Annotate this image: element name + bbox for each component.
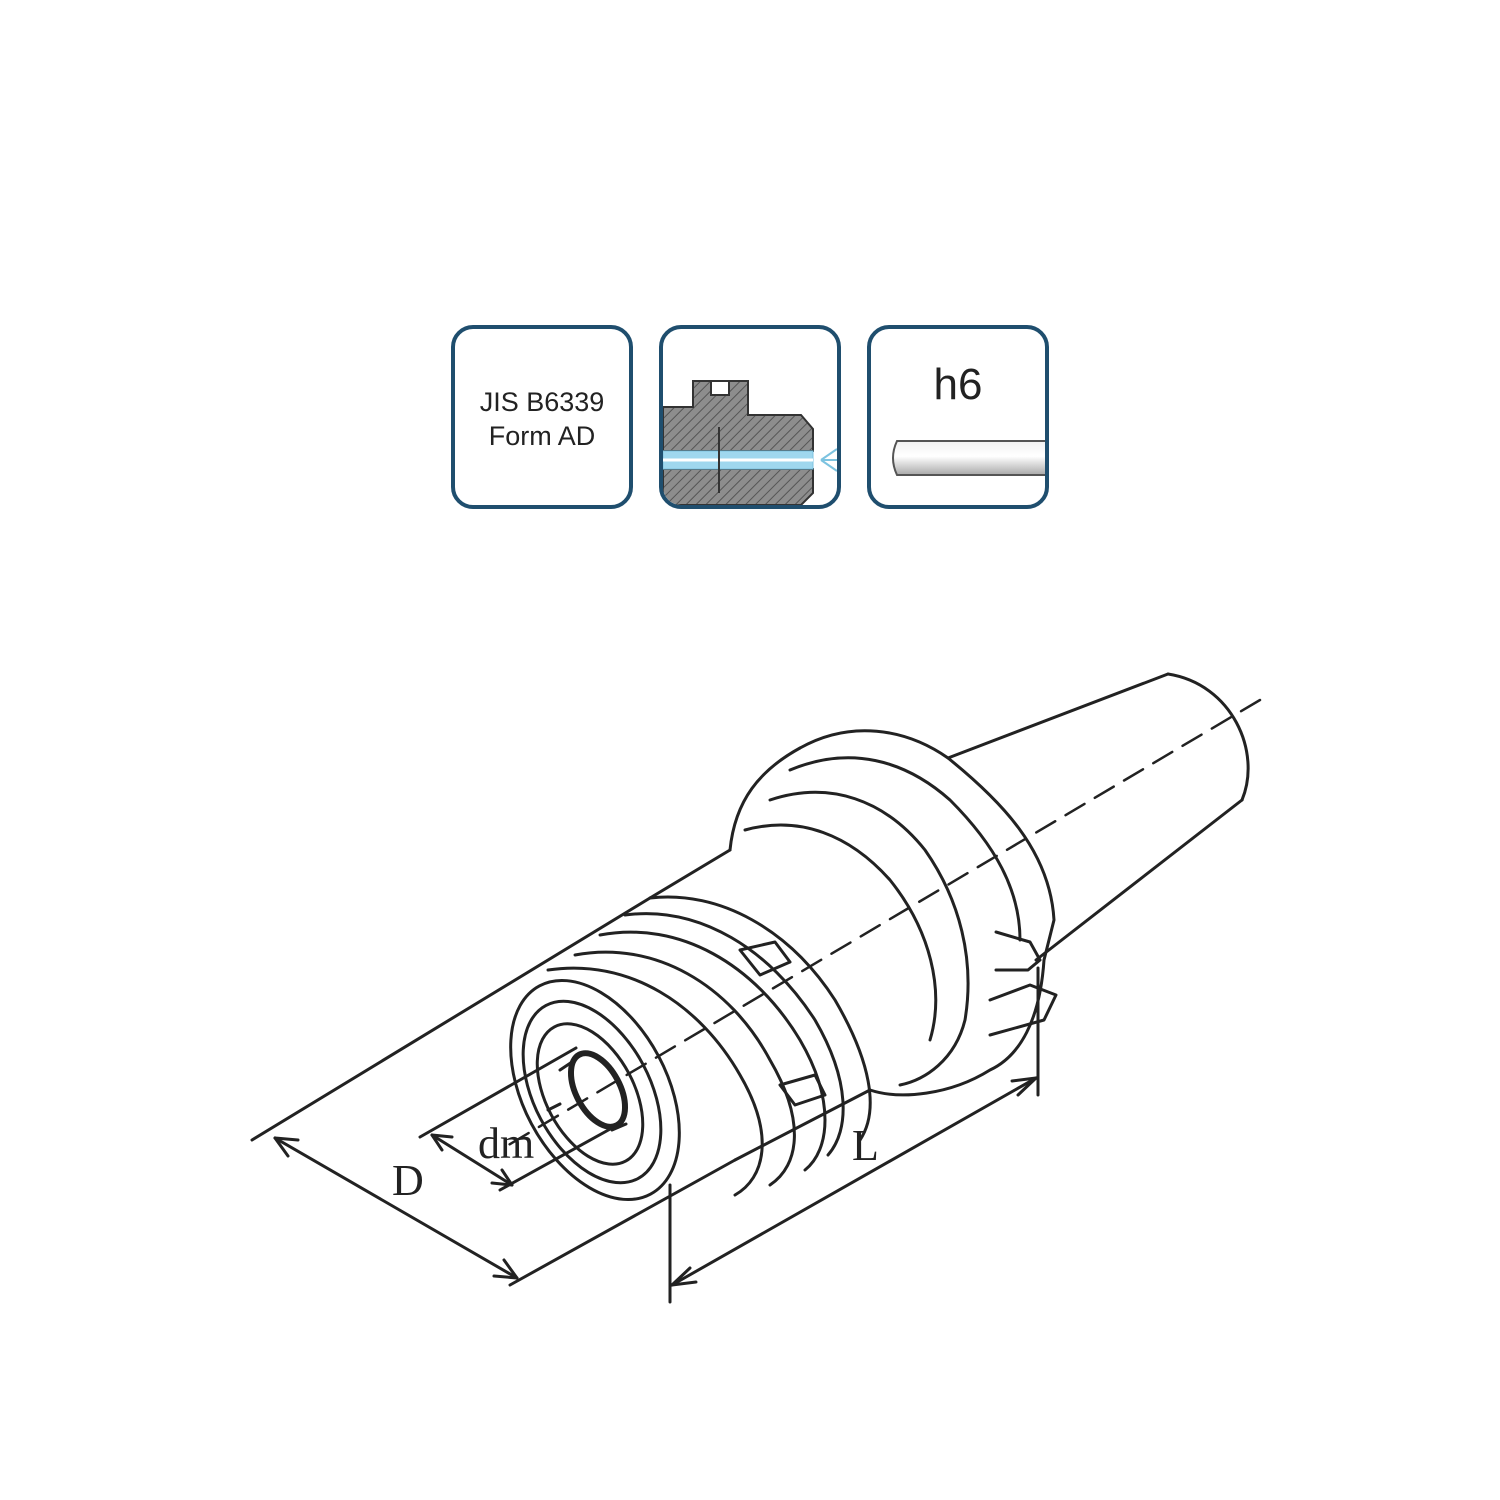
body: [648, 848, 732, 900]
tolerance-label: h6: [933, 360, 983, 409]
dimension-d-extension: [250, 896, 737, 1287]
flange-groove: [788, 756, 1022, 942]
taper-shank: [946, 672, 1170, 760]
center-line: [498, 698, 1262, 1152]
standard-label: JIS B6339 Form AD: [455, 385, 629, 453]
nut-ring-2: [598, 930, 827, 1172]
nut-ring-1: [648, 895, 872, 1142]
tolerance-badge: h6: [867, 325, 1049, 509]
nut-notch: [738, 940, 792, 977]
dimension-d-line: [273, 1136, 519, 1280]
standard-badge: JIS B6339 Form AD: [451, 325, 633, 509]
dimension-d-label: D: [392, 1156, 424, 1205]
dimension-dm-label: dm: [478, 1119, 534, 1168]
dimension-l-extension: [668, 966, 1040, 1304]
shank-pin-icon: [892, 440, 1045, 476]
collet-bore: [567, 1050, 629, 1130]
standard-form: Form AD: [488, 421, 596, 451]
drive-key: [994, 930, 1042, 972]
flange-outer: [798, 729, 1056, 1097]
dimension-dm-extension: [418, 1046, 614, 1192]
dimension-dm-line: [430, 1133, 514, 1187]
dimension-l-label: L: [852, 1121, 879, 1170]
dimension-l-line: [670, 1076, 1038, 1287]
front-face: [509, 978, 681, 1202]
coolant-badge: [659, 325, 841, 509]
standard-code: JIS B6339: [479, 387, 605, 417]
through-coolant-icon: [663, 380, 837, 505]
